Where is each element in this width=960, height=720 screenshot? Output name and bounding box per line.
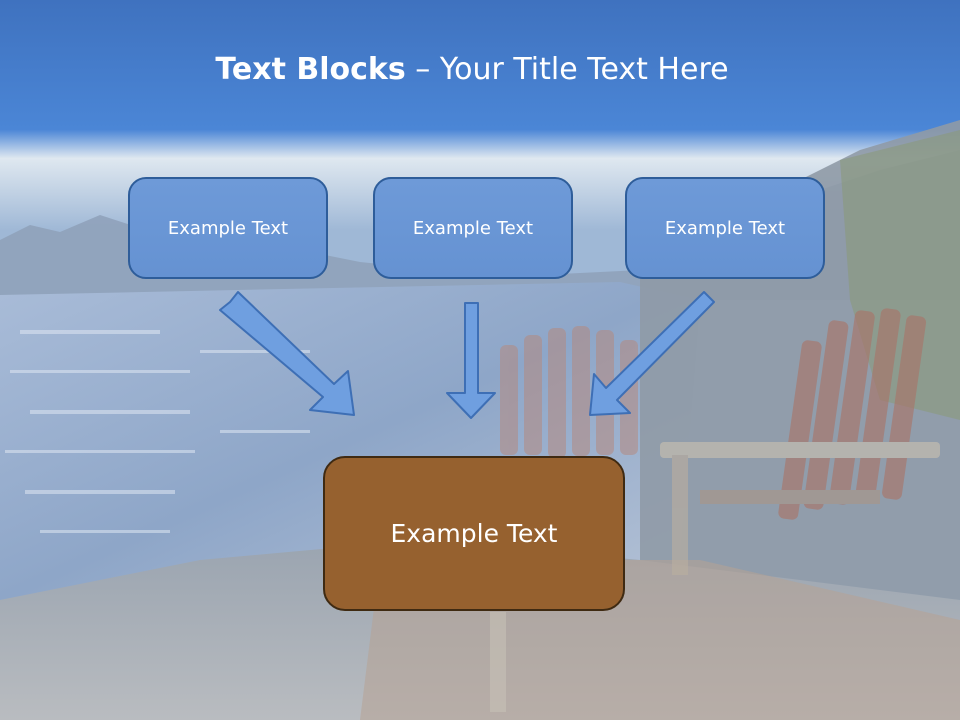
title-bold: Text Blocks xyxy=(215,52,406,87)
slide-title: Text Blocks – Your Title Text Here xyxy=(0,52,944,87)
text-block-1[interactable]: Example Text xyxy=(128,177,328,279)
arrow-right xyxy=(589,291,715,416)
title-separator: – xyxy=(405,52,440,87)
text-block-2[interactable]: Example Text xyxy=(373,177,573,279)
arrow-left xyxy=(219,291,355,416)
arrow-center xyxy=(446,302,496,419)
title-rest: Your Title Text Here xyxy=(439,52,729,87)
center-text-block[interactable]: Example Text xyxy=(323,456,625,611)
text-block-3[interactable]: Example Text xyxy=(625,177,825,279)
